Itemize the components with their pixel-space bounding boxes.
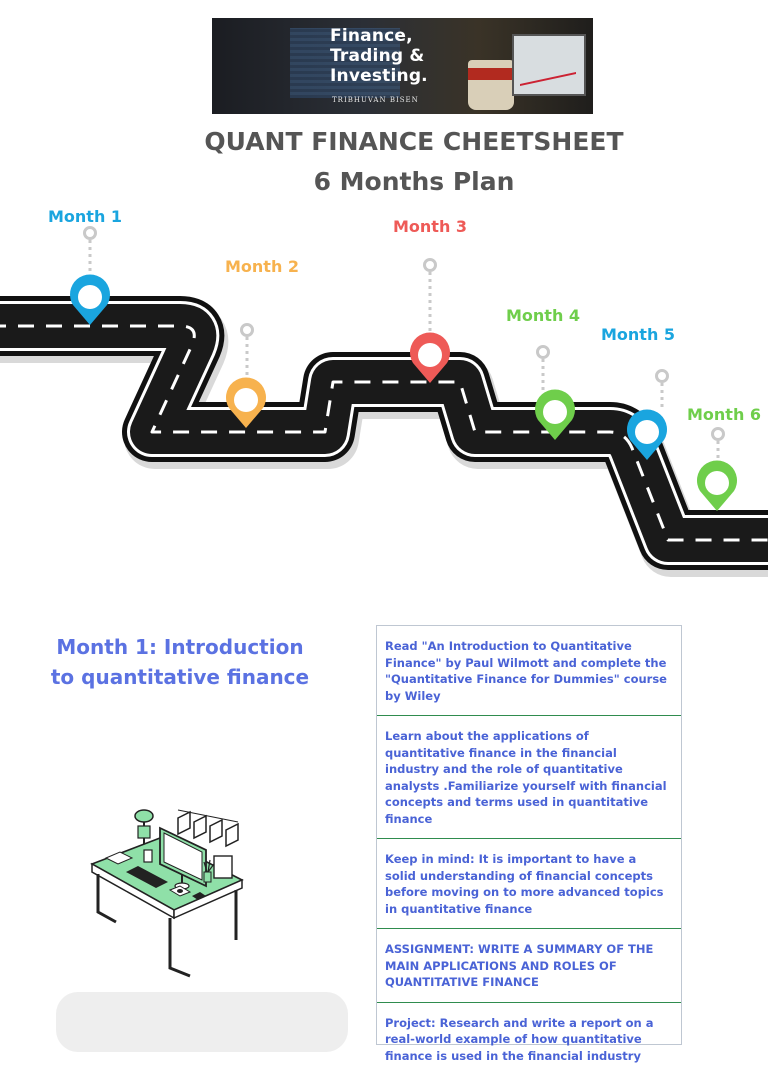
bottom-card [56, 992, 348, 1052]
chart-screen-graphic [512, 34, 586, 96]
month-1-heading: Month 1: Introduction to quantitative fi… [30, 632, 330, 692]
task-item: Keep in mind: It is important to have a … [377, 839, 681, 929]
month-2-label: Month 2 [225, 257, 299, 276]
month-1-label: Month 1 [48, 207, 122, 226]
task-item: Learn about the applications of quantita… [377, 716, 681, 839]
page-subtitle: 6 Months Plan [0, 167, 768, 196]
task-item: ASSIGNMENT: WRITE A SUMMARY OF THE MAIN … [377, 929, 681, 1003]
month-6-label: Month 6 [687, 405, 761, 424]
milestone-month-6: Month 6 [687, 405, 761, 511]
location-pin-icon [697, 460, 737, 511]
task-item: Project: Research and write a report on … [377, 1003, 681, 1075]
task-item: Read "An Introduction to Quantitative Fi… [377, 626, 681, 716]
banner-author: TRIBHUVAN BISEN [332, 96, 419, 104]
month-5-label: Month 5 [601, 325, 675, 344]
month-4-label: Month 4 [506, 306, 580, 325]
banner-title: Finance, Trading & Investing. [330, 26, 428, 86]
desk-illustration [86, 800, 256, 980]
mug-graphic [468, 60, 514, 110]
month-1-task-list: Read "An Introduction to Quantitative Fi… [376, 625, 682, 1045]
page-title: QUANT FINANCE CHEETSHEET [0, 127, 768, 156]
banner-image: Finance, Trading & Investing. TRIBHUVAN … [212, 18, 593, 114]
month-3-label: Month 3 [393, 217, 467, 236]
roadmap-diagram: Month 1 Month 2 Month 3 Month 4 [0, 200, 768, 590]
